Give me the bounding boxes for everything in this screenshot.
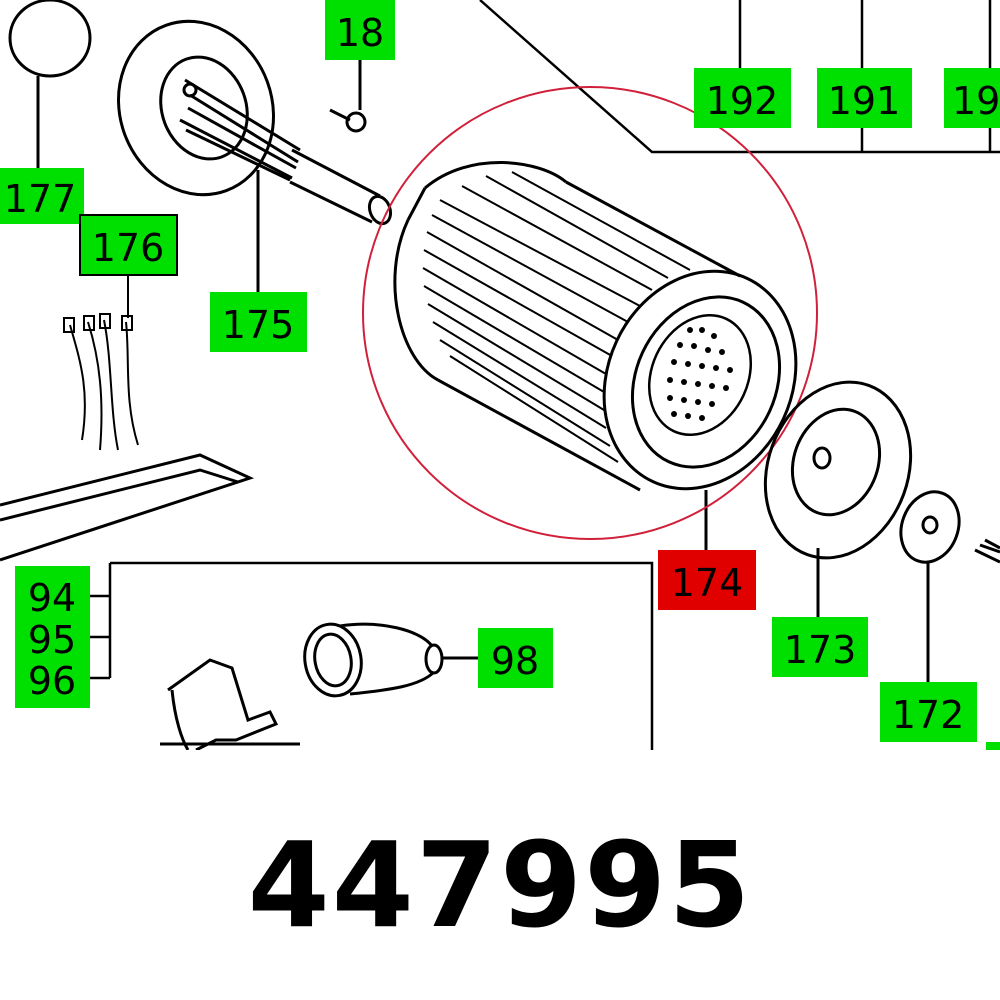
label-98-text: 98 <box>491 639 539 683</box>
part-housing-partial <box>160 658 300 750</box>
part-98-elbow <box>303 622 480 698</box>
label-172: 172 <box>880 682 977 742</box>
label-98: 98 <box>478 628 553 688</box>
label-95-text: 95 <box>28 618 76 662</box>
part-18-screw <box>329 58 367 133</box>
label-96: 96 <box>15 659 90 708</box>
label-191-text: 191 <box>828 79 901 123</box>
label-173: 173 <box>772 617 868 677</box>
part-176-cable-set <box>63 274 139 451</box>
label-175-text: 175 <box>222 303 295 347</box>
part-172-washer <box>899 490 1000 682</box>
label-18-text: 18 <box>336 11 384 55</box>
label-18: 18 <box>325 0 395 60</box>
label-174-highlighted: 174 <box>658 550 756 610</box>
part-number-heading: 447995 <box>247 816 753 954</box>
label-177: 177 <box>0 168 84 224</box>
label-173-text: 173 <box>784 628 857 672</box>
label-192-text: 192 <box>706 79 779 123</box>
part-175-hose-flange <box>117 19 393 292</box>
part-173-seal <box>763 380 913 618</box>
exploded-parts-diagram: 18 192 191 19 177 176 175 174 173 172 94 <box>0 0 1000 750</box>
part-177-o-ring <box>8 0 92 168</box>
label-176: 176 <box>79 214 178 276</box>
part-strip <box>0 453 255 562</box>
label-94-text: 94 <box>28 576 76 620</box>
label-94: 94 <box>15 566 90 626</box>
label-19x-text: 19 <box>952 79 1000 123</box>
label-191: 191 <box>817 68 912 128</box>
part-174-filter-cartridge <box>393 161 798 550</box>
label-175: 175 <box>210 292 307 352</box>
label-176-text: 176 <box>92 226 165 270</box>
label-96-text: 96 <box>28 659 76 703</box>
label-95: 95 <box>15 618 90 666</box>
label-177-text: 177 <box>4 177 77 221</box>
label-192: 192 <box>694 68 791 128</box>
label-174-text: 174 <box>671 561 744 605</box>
highlight-circle-174 <box>362 86 818 540</box>
group-bracket-94-96 <box>90 561 654 750</box>
label-172-text: 172 <box>892 693 965 737</box>
label-19x: 19 <box>944 68 1000 128</box>
label-partial-right-edge <box>986 742 1000 750</box>
